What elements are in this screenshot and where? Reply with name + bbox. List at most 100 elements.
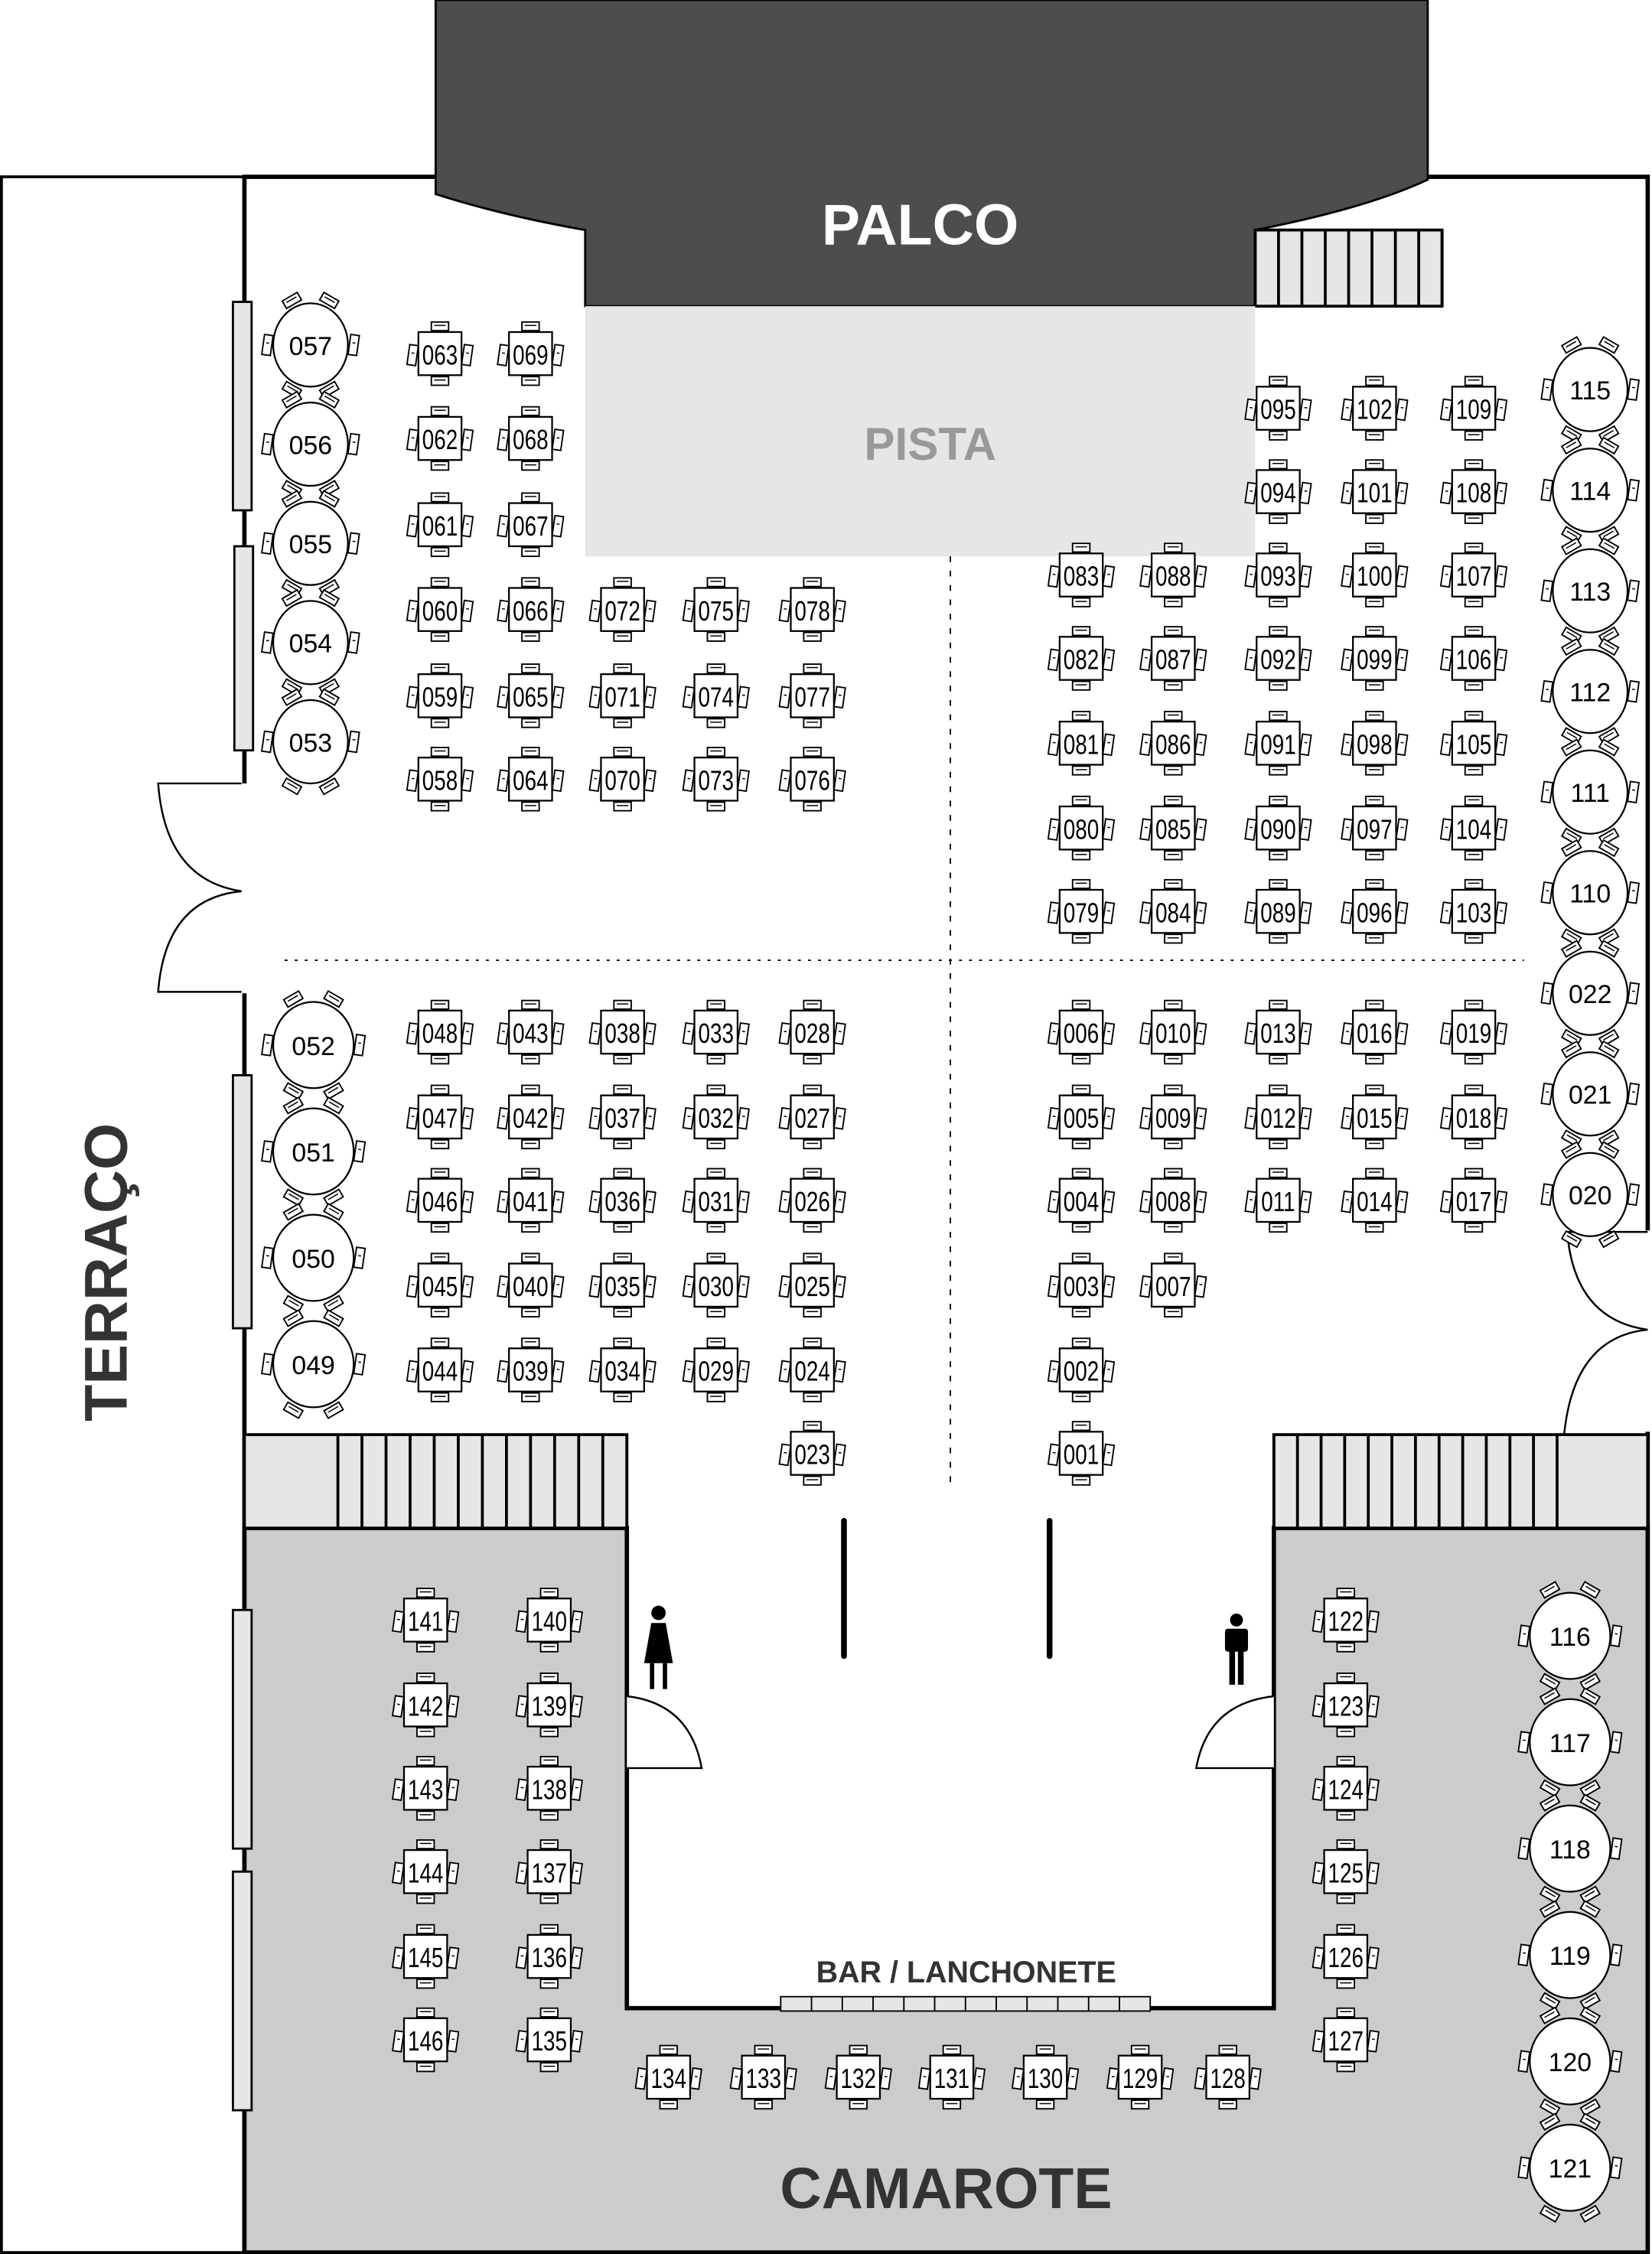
- table-071[interactable]: 071: [588, 663, 657, 728]
- table-008[interactable]: 008: [1139, 1168, 1207, 1233]
- table-073[interactable]: 073: [682, 747, 750, 812]
- table-115[interactable]: 115: [1540, 336, 1641, 444]
- table-136[interactable]: 136: [515, 1923, 583, 1989]
- table-126[interactable]: 126: [1311, 1923, 1380, 1989]
- table-125[interactable]: 125: [1311, 1839, 1380, 1904]
- table-079[interactable]: 079: [1047, 878, 1116, 944]
- table-114[interactable]: 114: [1540, 436, 1641, 544]
- table-047[interactable]: 047: [406, 1084, 474, 1150]
- table-078[interactable]: 078: [778, 577, 846, 642]
- table-090[interactable]: 090: [1244, 795, 1312, 861]
- table-041[interactable]: 041: [497, 1168, 565, 1233]
- table-120[interactable]: 120: [1517, 2006, 1623, 2117]
- table-039[interactable]: 039: [497, 1337, 565, 1402]
- table-022[interactable]: 022: [1540, 940, 1641, 1047]
- table-089[interactable]: 089: [1244, 878, 1312, 944]
- table-040[interactable]: 040: [497, 1252, 565, 1318]
- table-093[interactable]: 093: [1244, 542, 1312, 607]
- table-095[interactable]: 095: [1244, 376, 1312, 441]
- table-002[interactable]: 002: [1047, 1337, 1116, 1402]
- table-033[interactable]: 033: [682, 999, 750, 1065]
- table-009[interactable]: 009: [1139, 1084, 1207, 1150]
- table-011[interactable]: 011: [1244, 1168, 1312, 1233]
- table-045[interactable]: 045: [406, 1252, 474, 1318]
- table-091[interactable]: 091: [1244, 711, 1312, 776]
- table-110[interactable]: 110: [1540, 839, 1641, 946]
- table-003[interactable]: 003: [1047, 1252, 1116, 1318]
- table-103[interactable]: 103: [1439, 878, 1508, 944]
- male-restroom-door[interactable]: [1194, 1695, 1274, 1770]
- terrace-door[interactable]: [157, 782, 255, 994]
- table-102[interactable]: 102: [1341, 376, 1409, 441]
- table-107[interactable]: 107: [1439, 542, 1508, 607]
- table-066[interactable]: 066: [497, 577, 565, 642]
- table-130[interactable]: 130: [1011, 2044, 1080, 2110]
- table-030[interactable]: 030: [682, 1252, 750, 1318]
- table-012[interactable]: 012: [1244, 1084, 1312, 1150]
- table-049[interactable]: 049: [261, 1309, 367, 1419]
- table-077[interactable]: 077: [778, 663, 846, 728]
- table-050[interactable]: 050: [261, 1203, 367, 1313]
- table-069[interactable]: 069: [497, 321, 565, 386]
- table-028[interactable]: 028: [778, 999, 846, 1065]
- table-043[interactable]: 043: [497, 999, 565, 1065]
- table-123[interactable]: 123: [1311, 1673, 1380, 1738]
- table-128[interactable]: 128: [1194, 2044, 1262, 2110]
- table-063[interactable]: 063: [406, 321, 474, 386]
- table-010[interactable]: 010: [1139, 999, 1207, 1065]
- table-144[interactable]: 144: [392, 1839, 460, 1904]
- table-019[interactable]: 019: [1439, 999, 1508, 1065]
- table-038[interactable]: 038: [588, 999, 657, 1065]
- table-109[interactable]: 109: [1439, 376, 1508, 441]
- table-068[interactable]: 068: [497, 406, 565, 471]
- table-086[interactable]: 086: [1139, 711, 1207, 776]
- table-027[interactable]: 027: [778, 1084, 846, 1150]
- table-099[interactable]: 099: [1341, 626, 1409, 691]
- table-081[interactable]: 081: [1047, 711, 1116, 776]
- table-036[interactable]: 036: [588, 1168, 657, 1233]
- table-064[interactable]: 064: [497, 747, 565, 812]
- table-001[interactable]: 001: [1047, 1421, 1116, 1486]
- table-080[interactable]: 080: [1047, 795, 1116, 861]
- table-124[interactable]: 124: [1311, 1755, 1380, 1821]
- table-097[interactable]: 097: [1341, 795, 1409, 861]
- table-117[interactable]: 117: [1517, 1687, 1623, 1798]
- table-138[interactable]: 138: [515, 1755, 583, 1821]
- table-023[interactable]: 023: [778, 1421, 846, 1486]
- table-106[interactable]: 106: [1439, 626, 1508, 691]
- table-143[interactable]: 143: [392, 1755, 460, 1821]
- table-053[interactable]: 053: [261, 688, 360, 796]
- table-016[interactable]: 016: [1341, 999, 1409, 1065]
- side-door[interactable]: [1563, 1230, 1652, 1434]
- table-026[interactable]: 026: [778, 1168, 846, 1233]
- table-082[interactable]: 082: [1047, 626, 1116, 691]
- table-118[interactable]: 118: [1517, 1793, 1623, 1904]
- table-005[interactable]: 005: [1047, 1084, 1116, 1150]
- table-035[interactable]: 035: [588, 1252, 657, 1318]
- table-042[interactable]: 042: [497, 1084, 565, 1150]
- table-072[interactable]: 072: [588, 577, 657, 642]
- table-015[interactable]: 015: [1341, 1084, 1409, 1150]
- table-121[interactable]: 121: [1517, 2112, 1623, 2223]
- table-133[interactable]: 133: [729, 2044, 797, 2110]
- table-044[interactable]: 044: [406, 1337, 474, 1402]
- table-020[interactable]: 020: [1540, 1141, 1641, 1249]
- table-057[interactable]: 057: [261, 291, 360, 399]
- table-018[interactable]: 018: [1439, 1084, 1508, 1150]
- table-067[interactable]: 067: [497, 492, 565, 558]
- table-101[interactable]: 101: [1341, 459, 1409, 524]
- table-139[interactable]: 139: [515, 1673, 583, 1738]
- table-065[interactable]: 065: [497, 663, 565, 728]
- table-113[interactable]: 113: [1540, 537, 1641, 645]
- table-037[interactable]: 037: [588, 1084, 657, 1150]
- table-062[interactable]: 062: [406, 406, 474, 471]
- table-142[interactable]: 142: [392, 1673, 460, 1738]
- table-060[interactable]: 060: [406, 577, 474, 642]
- table-127[interactable]: 127: [1311, 2007, 1380, 2073]
- table-141[interactable]: 141: [392, 1588, 460, 1653]
- table-085[interactable]: 085: [1139, 795, 1207, 861]
- table-058[interactable]: 058: [406, 747, 474, 812]
- table-140[interactable]: 140: [515, 1588, 583, 1653]
- table-031[interactable]: 031: [682, 1168, 750, 1233]
- table-094[interactable]: 094: [1244, 459, 1312, 524]
